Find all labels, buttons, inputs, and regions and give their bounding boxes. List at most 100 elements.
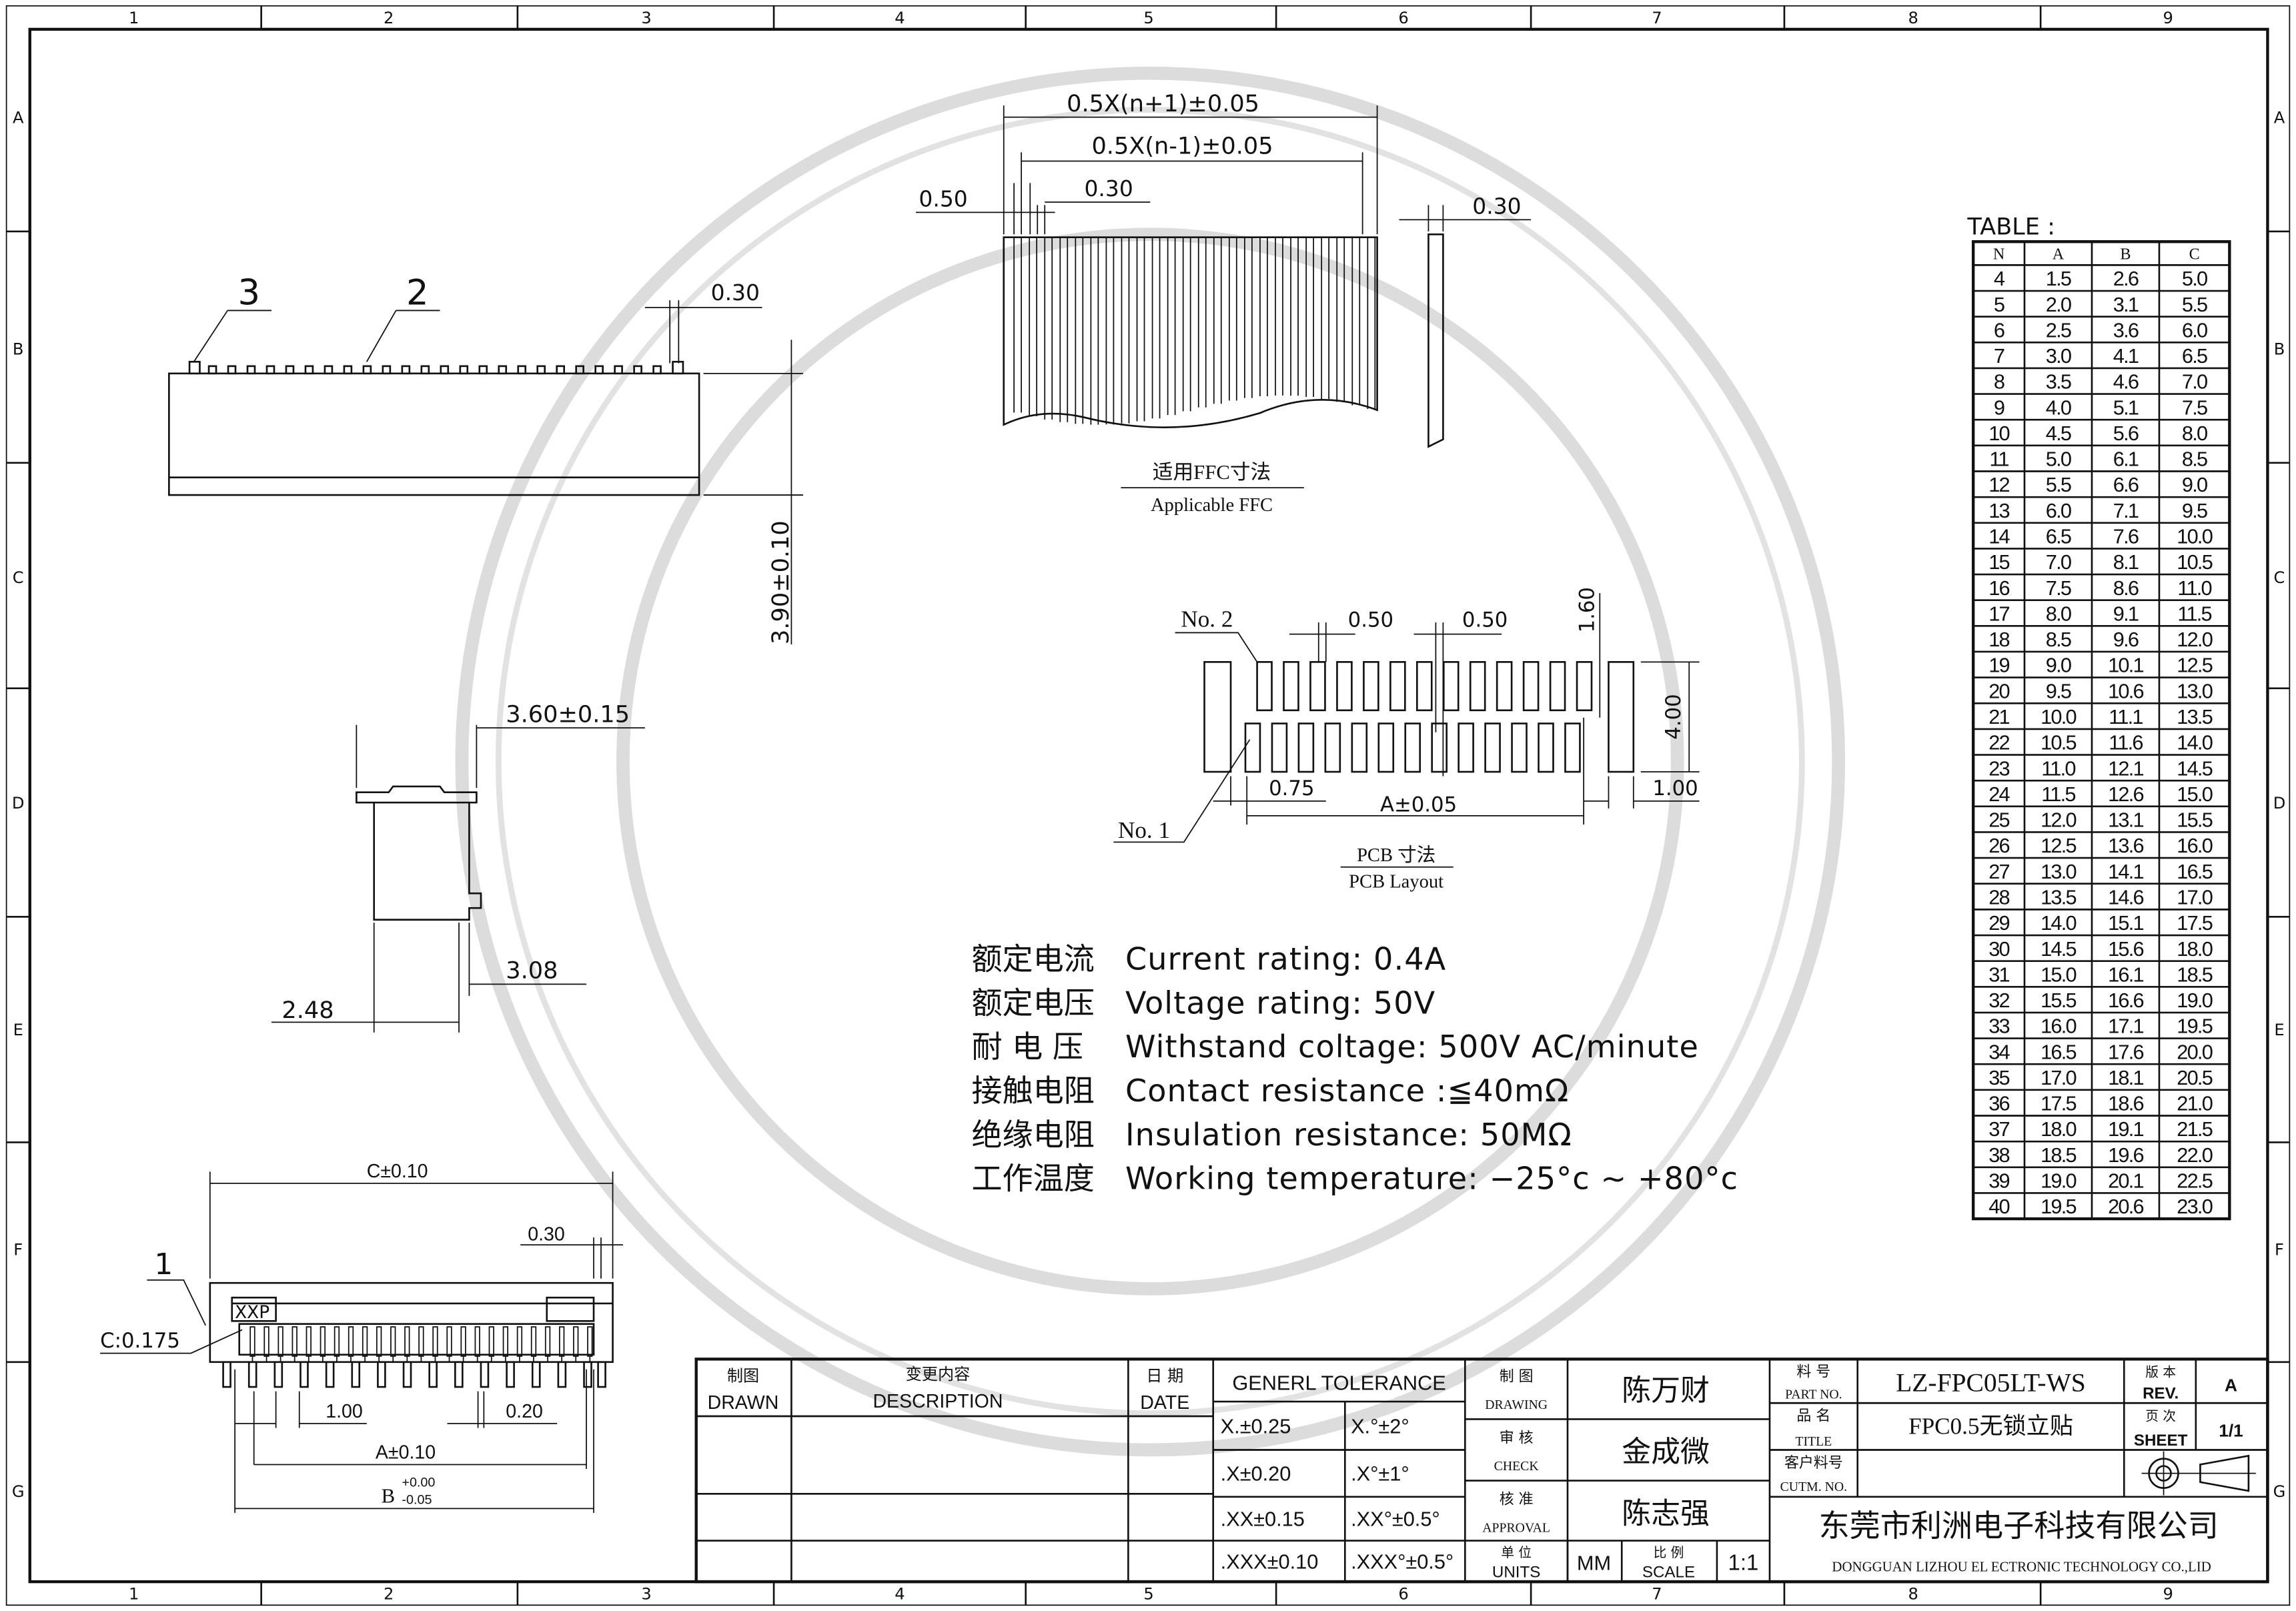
spec-value-en: Withstand coltage: 500V AC/minute — [1125, 1029, 1699, 1065]
units-cn: 单 位 — [1501, 1545, 1532, 1560]
table-cell: 6 — [1994, 318, 2004, 342]
table-cell: 5.5 — [2182, 293, 2207, 316]
drawing-cn: 制 图 — [1500, 1368, 1534, 1385]
pcb-pad-bottom — [1297, 722, 1315, 773]
pcb-pad-length: 1.60 — [1576, 587, 1600, 632]
table-cell: 8 — [1994, 370, 2004, 394]
table-cell: 35 — [1988, 1066, 2009, 1089]
table-cell: 15 — [1988, 550, 2009, 574]
ffc-view: 0.5X(n+1)±0.05 0.5X(n-1)±0.05 0.50 0.30 … — [916, 90, 1532, 516]
approval-cn: 核 准 — [1500, 1492, 1534, 1508]
table-cell: 6.0 — [2046, 499, 2071, 522]
table-cell: 13.6 — [2108, 834, 2143, 857]
contact — [418, 1326, 424, 1357]
table-cell: 10 — [1988, 422, 2009, 445]
table-cell: 32 — [1988, 989, 2009, 1012]
table-cell: 15.1 — [2108, 911, 2143, 935]
table-cell: 18.5 — [2177, 963, 2212, 986]
table-cell: 22 — [1988, 731, 2009, 754]
table-cell: 10.0 — [2177, 525, 2212, 548]
table-cell: 14.6 — [2108, 885, 2143, 909]
spec-value-en: Insulation resistance: 50MΩ — [1125, 1117, 1572, 1153]
pcb-pad-bottom — [1484, 722, 1501, 773]
date-cn: 日 期 — [1146, 1366, 1183, 1385]
top-pin — [440, 365, 450, 375]
column-marker-bottom: 6 — [1398, 1584, 1408, 1603]
table-cell: 13.0 — [2041, 860, 2076, 883]
pin-gap-dim: 0.20 — [506, 1401, 543, 1422]
row-marker-left: G — [12, 1482, 25, 1501]
row-marker-right: F — [2275, 1241, 2284, 1259]
table-cell: 19 — [1988, 654, 2009, 677]
table-cell: 16.6 — [2108, 989, 2143, 1012]
table-cell: 12.0 — [2041, 809, 2076, 832]
callout-3: 3 — [238, 273, 261, 314]
ffc-total-dim: 0.5X(n+1)±0.05 — [1067, 90, 1259, 117]
table-cell: 20.1 — [2108, 1169, 2143, 1193]
title-cn: 品 名 — [1796, 1408, 1830, 1425]
pcb-layout: No. 2 No. 1 0.50 0.50 1.60 4.00 0.75 A±0… — [1113, 587, 1700, 892]
pcb-pad-bottom — [1271, 722, 1288, 773]
callout-2: 2 — [406, 273, 429, 314]
table-cell: 9.5 — [2182, 499, 2207, 522]
pcb-anchor: 1.00 — [1652, 776, 1698, 800]
row-marker-right: B — [2274, 340, 2285, 358]
table-cell: 23.0 — [2177, 1195, 2212, 1218]
pcb-pad-top — [1389, 661, 1406, 712]
contact — [263, 1326, 269, 1357]
table-cell: 11.1 — [2109, 705, 2143, 728]
column-marker-top: 3 — [641, 9, 651, 27]
solder-pin — [480, 1361, 490, 1388]
sheet-value: 1/1 — [2219, 1421, 2243, 1441]
spec-label-cn: 工作温度 — [971, 1161, 1094, 1197]
b-tol-plus: +0.00 — [402, 1475, 435, 1490]
column-marker-bottom: 8 — [1908, 1584, 1918, 1603]
solder-pin — [273, 1361, 283, 1388]
table-cell: 14.5 — [2177, 756, 2212, 780]
column-marker-top: 1 — [129, 9, 139, 27]
ffc-thickness-dim: 0.30 — [1472, 193, 1521, 219]
pcb-pad-top — [1309, 661, 1326, 712]
table-cell: 15.5 — [2177, 809, 2212, 832]
contact — [516, 1326, 523, 1357]
table-cell: 36 — [1988, 1092, 2009, 1115]
projection-symbol-icon — [2141, 1451, 2256, 1496]
table-cell: 14.0 — [2177, 731, 2212, 754]
table-cell: 37 — [1988, 1117, 2009, 1141]
pcb-pad-bottom — [1458, 722, 1474, 773]
table-cell: 18.5 — [2041, 1143, 2076, 1167]
contact — [362, 1326, 368, 1357]
table-cell: 17.0 — [2177, 885, 2212, 909]
table-cell: 12.6 — [2108, 782, 2143, 806]
table-cell: 10.5 — [2177, 550, 2212, 574]
tolerance-title: GENERL TOLERANCE — [1232, 1371, 1446, 1394]
column-marker-bottom: 5 — [1143, 1584, 1153, 1603]
pcb-pad-bottom — [1351, 722, 1368, 773]
top-pin — [227, 365, 237, 375]
top-pin — [265, 365, 275, 375]
solder-pin — [597, 1361, 606, 1388]
table-cell: 12.5 — [2041, 834, 2076, 857]
table-cell: 16.0 — [2177, 834, 2212, 857]
top-pin — [382, 365, 392, 375]
table-cell: 4.1 — [2113, 344, 2139, 368]
top-pin — [556, 365, 565, 375]
table-cell: 16.5 — [2177, 860, 2212, 883]
table-cell: 3.0 — [2046, 344, 2071, 368]
top-pin — [614, 365, 623, 375]
table-cell: 7.1 — [2113, 499, 2139, 522]
table-cell: 23 — [1988, 756, 2009, 780]
solder-pin — [531, 1361, 541, 1388]
table-header: N — [1993, 245, 2004, 263]
pcb-caption-cn: PCB 寸法 — [1357, 845, 1436, 866]
